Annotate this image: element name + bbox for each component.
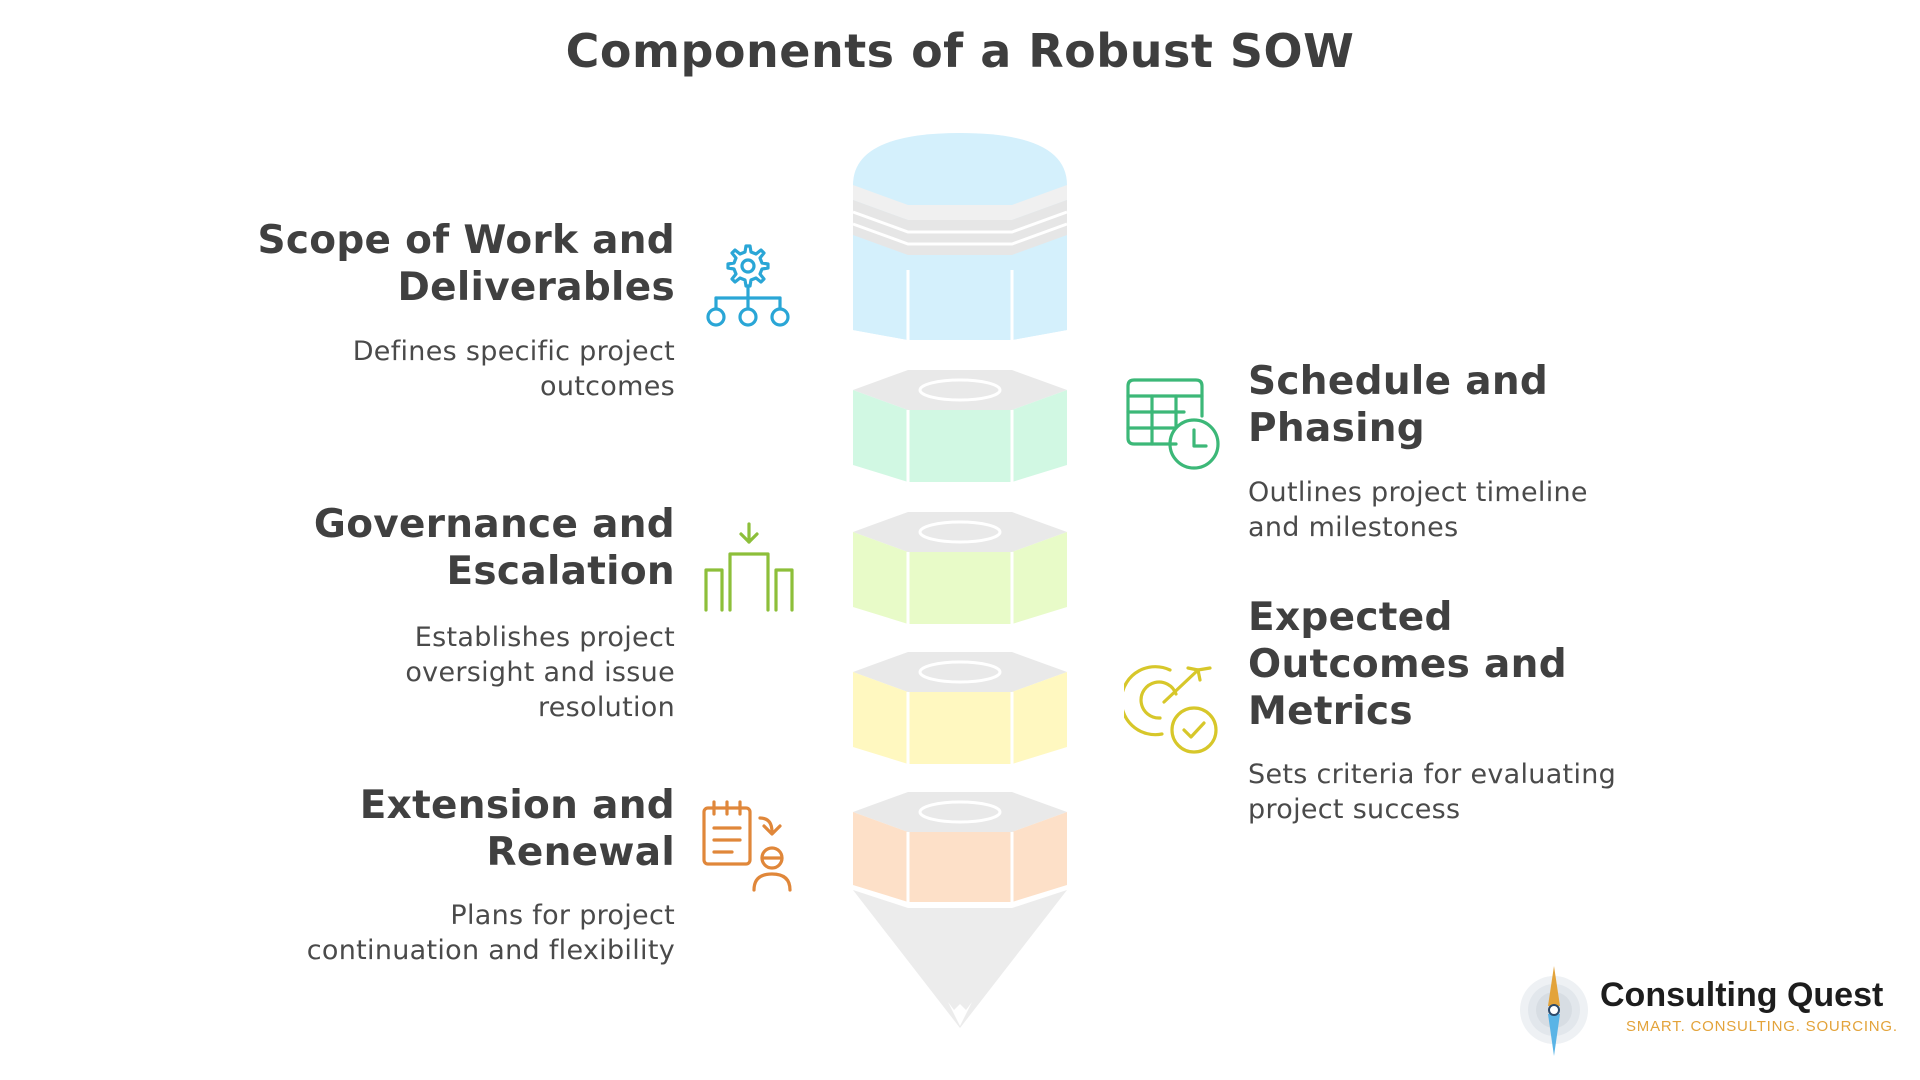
schedule-description-line-1: Outlines project timeline	[1248, 477, 1588, 508]
scope-heading-line-2: Deliverables	[397, 265, 675, 310]
escalation-steps-icon	[704, 522, 794, 612]
tower-layer-scope	[852, 133, 1068, 340]
tower-tip	[853, 890, 1067, 1028]
scope-description: Defines specific project outcomes	[353, 334, 675, 404]
extension-heading-line-2: Renewal	[486, 830, 675, 875]
outcomes-heading: Expected Outcomes and Metrics	[1248, 594, 1567, 735]
tower-layer-governance	[853, 512, 1067, 624]
extension-description-line-2: continuation and flexibility	[306, 935, 675, 966]
scope-heading-line-1: Scope of Work and	[257, 218, 675, 263]
governance-heading-line-1: Governance and	[313, 502, 675, 547]
extension-heading-line-1: Extension and	[359, 783, 675, 828]
outcomes-heading-line-1: Expected	[1248, 595, 1453, 640]
tower-layer-outcomes	[853, 652, 1067, 764]
outcomes-heading-line-2: Outcomes and	[1248, 642, 1567, 687]
clipboard-user-icon	[702, 800, 792, 892]
outcomes-heading-line-3: Metrics	[1248, 689, 1413, 734]
outcomes-description-line-2: project success	[1248, 794, 1461, 825]
schedule-description: Outlines project timeline and milestones	[1248, 475, 1588, 545]
tower-layer-extension	[853, 792, 1067, 902]
diagram-title: Components of a Robust SOW	[565, 24, 1355, 78]
schedule-heading-line-1: Schedule and	[1248, 359, 1549, 404]
compass-logo-icon	[1520, 966, 1588, 1056]
scope-description-line-2: outcomes	[540, 371, 675, 402]
hierarchy-gear-icon	[706, 244, 790, 327]
logo-tagline: SMART. CONSULTING. SOURCING.	[1626, 1018, 1898, 1035]
governance-description-line-2: oversight and issue	[405, 657, 675, 688]
scope-heading: Scope of Work and Deliverables	[257, 217, 675, 311]
outcomes-description-line-1: Sets criteria for evaluating	[1248, 759, 1617, 790]
tower-layer-schedule	[853, 370, 1067, 482]
calendar-clock-icon	[1126, 378, 1220, 470]
scope-description-line-1: Defines specific project	[352, 336, 675, 367]
logo-name: Consulting Quest	[1600, 976, 1884, 1014]
governance-description-line-3: resolution	[537, 692, 675, 723]
governance-heading: Governance and Escalation	[314, 501, 675, 595]
extension-description-line-1: Plans for project	[450, 900, 675, 931]
schedule-description-line-2: and milestones	[1248, 512, 1459, 543]
governance-heading-line-2: Escalation	[446, 549, 675, 594]
target-check-icon	[1124, 665, 1218, 754]
schedule-heading: Schedule and Phasing	[1248, 358, 1548, 452]
schedule-heading-line-2: Phasing	[1248, 406, 1426, 451]
governance-description: Establishes project oversight and issue …	[405, 620, 675, 725]
outcomes-description: Sets criteria for evaluating project suc…	[1248, 757, 1616, 827]
extension-heading: Extension and Renewal	[360, 782, 675, 876]
governance-description-line-1: Establishes project	[414, 622, 675, 653]
extension-description: Plans for project continuation and flexi…	[307, 898, 675, 968]
